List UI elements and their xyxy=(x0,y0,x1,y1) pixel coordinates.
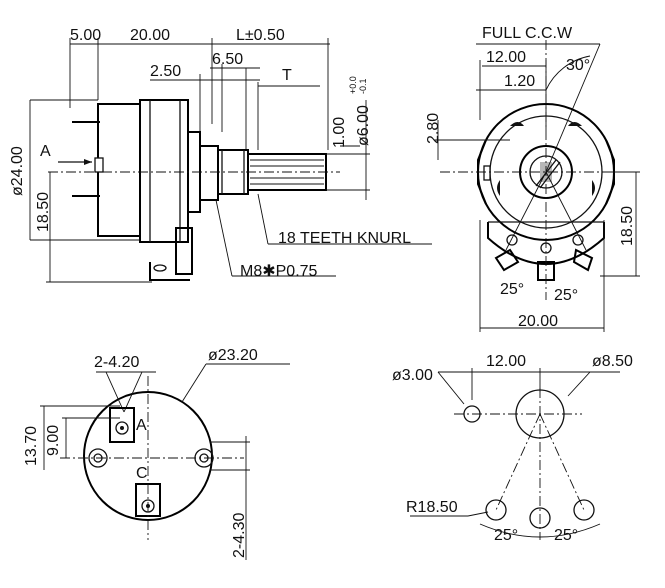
side-view xyxy=(29,38,432,283)
dim-dia-23-20: ø23.20 xyxy=(208,347,258,364)
dim-radius: R18.50 xyxy=(406,499,458,516)
dim-angle-30: 30° xyxy=(566,57,590,74)
dim-shaft-tol-lower: -0.1 xyxy=(358,78,368,94)
label-a-bottom: A xyxy=(136,417,147,434)
rear-view xyxy=(40,363,290,560)
dim-13-70: 13.70 xyxy=(23,426,40,466)
dim-small-hole: ø3.00 xyxy=(392,367,433,384)
dim-l: L±0.50 xyxy=(236,27,285,44)
dim-1-20: 1.20 xyxy=(504,73,535,90)
dim-t: T xyxy=(282,67,292,84)
panel-cutout-view xyxy=(410,368,620,540)
angle-left: 25° xyxy=(500,281,524,298)
dim-2-4-30: 2-4.30 xyxy=(231,513,248,558)
dim-24-00: ø24.00 xyxy=(9,146,26,196)
label-full-ccw: FULL C.C.W xyxy=(482,25,573,42)
dim-5-00: 5.00 xyxy=(70,27,101,44)
dim-20-00-bottom: 20.00 xyxy=(518,313,558,330)
label-thread: M8✱P0.75 xyxy=(240,263,318,280)
front-view xyxy=(434,40,640,332)
dim-2-80: 2.80 xyxy=(425,113,442,144)
dim-shaft-tol-upper: +0.0 xyxy=(348,76,358,94)
label-knurl: 18 TEETH KNURL xyxy=(278,230,411,247)
dim-18-50: 18.50 xyxy=(35,192,52,232)
angle-left-bottom: 25° xyxy=(494,527,518,544)
dim-18-50-right: 18.50 xyxy=(619,206,636,246)
dim-big-hole: ø8.50 xyxy=(592,353,633,370)
dim-shaft-dia: ø6.00 xyxy=(355,105,372,146)
label-a: A xyxy=(40,143,51,160)
angle-right: 25° xyxy=(554,287,578,304)
dim-2-50: 2.50 xyxy=(150,63,181,80)
dim-12-00-top: 12.00 xyxy=(486,49,526,66)
label-c: C xyxy=(136,465,148,482)
angle-right-bottom: 25° xyxy=(554,527,578,544)
dim-6-50: 6.50 xyxy=(212,51,243,68)
dim-1-00: 1.00 xyxy=(331,117,348,148)
dim-holes: 2-4.20 xyxy=(94,354,139,371)
dim-12-00-bottom: 12.00 xyxy=(486,353,526,370)
dim-20-00: 20.00 xyxy=(130,27,170,44)
dim-9-00: 9.00 xyxy=(45,425,62,456)
